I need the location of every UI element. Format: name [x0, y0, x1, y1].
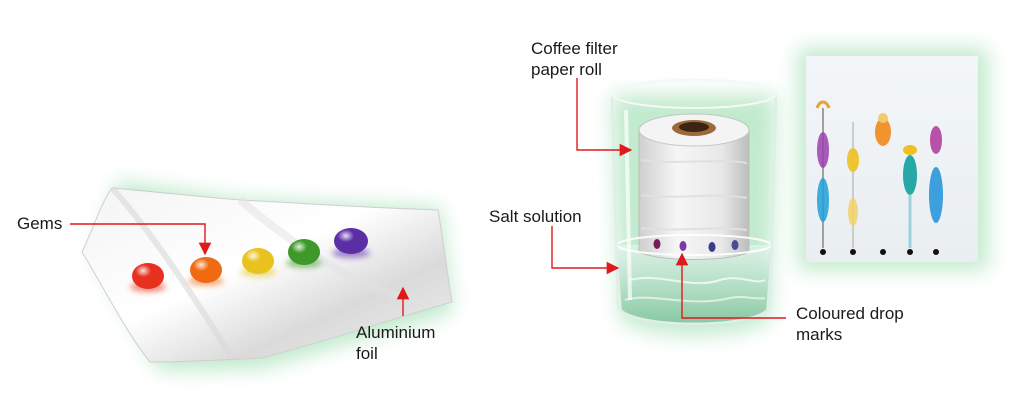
chromatogram-lane-2: [847, 122, 859, 248]
aluminium-foil-label-line2: foil: [356, 344, 378, 363]
coloured-drop-marks: [653, 239, 739, 252]
leader-arrows: [70, 78, 786, 319]
chromatogram-paper: [806, 56, 978, 262]
coloured-drop-marks-label-line1: Coloured drop: [796, 304, 904, 323]
salt-solution-label: Salt solution: [489, 207, 582, 226]
filter-arrow: [576, 78, 633, 157]
glass-beaker: [610, 93, 778, 325]
drop-mark: [708, 242, 716, 252]
beaker-setup: [610, 79, 778, 335]
drop-mark: [653, 239, 661, 249]
coffee-filter-paper-roll: [638, 113, 750, 260]
chromatogram-dot: [933, 249, 939, 255]
gem-green: [286, 239, 322, 268]
chromatogram-dot: [907, 249, 913, 255]
salt-arrow: [551, 226, 620, 275]
aluminium-foil-label: Aluminium foil: [356, 322, 435, 364]
coffee-filter-label-line1: Coffee filter: [531, 39, 618, 58]
chromatogram-dot: [880, 249, 886, 255]
chromatogram-dot: [820, 249, 826, 255]
chromatogram-lane-4: [903, 145, 917, 248]
drop-mark: [731, 240, 739, 250]
coloured-drop-marks-label: Coloured drop marks: [796, 303, 904, 345]
marks-arrow: [675, 252, 786, 319]
gem-yellow: [240, 248, 276, 277]
aluminium-foil-label-line1: Aluminium: [356, 323, 436, 342]
gem-red: [130, 263, 166, 292]
gems-arrow: [70, 223, 212, 256]
gems-label: Gems: [17, 214, 63, 233]
chromatogram: [798, 48, 988, 270]
chromatogram-lane-3: [875, 113, 891, 146]
drop-mark: [679, 241, 687, 251]
coloured-drop-marks-label-line2: marks: [796, 325, 843, 344]
coffee-filter-label-line2: paper roll: [531, 60, 602, 79]
chromatogram-lane-5: [929, 126, 943, 223]
chromatogram-dot: [850, 249, 856, 255]
salt-solution: [617, 245, 771, 324]
gem-orange: [188, 257, 224, 286]
coffee-filter-label: Coffee filter paper roll: [531, 38, 618, 80]
gem-purple: [332, 228, 370, 258]
foil-setup: [81, 182, 453, 370]
chromatogram-lane-1: [815, 100, 831, 248]
